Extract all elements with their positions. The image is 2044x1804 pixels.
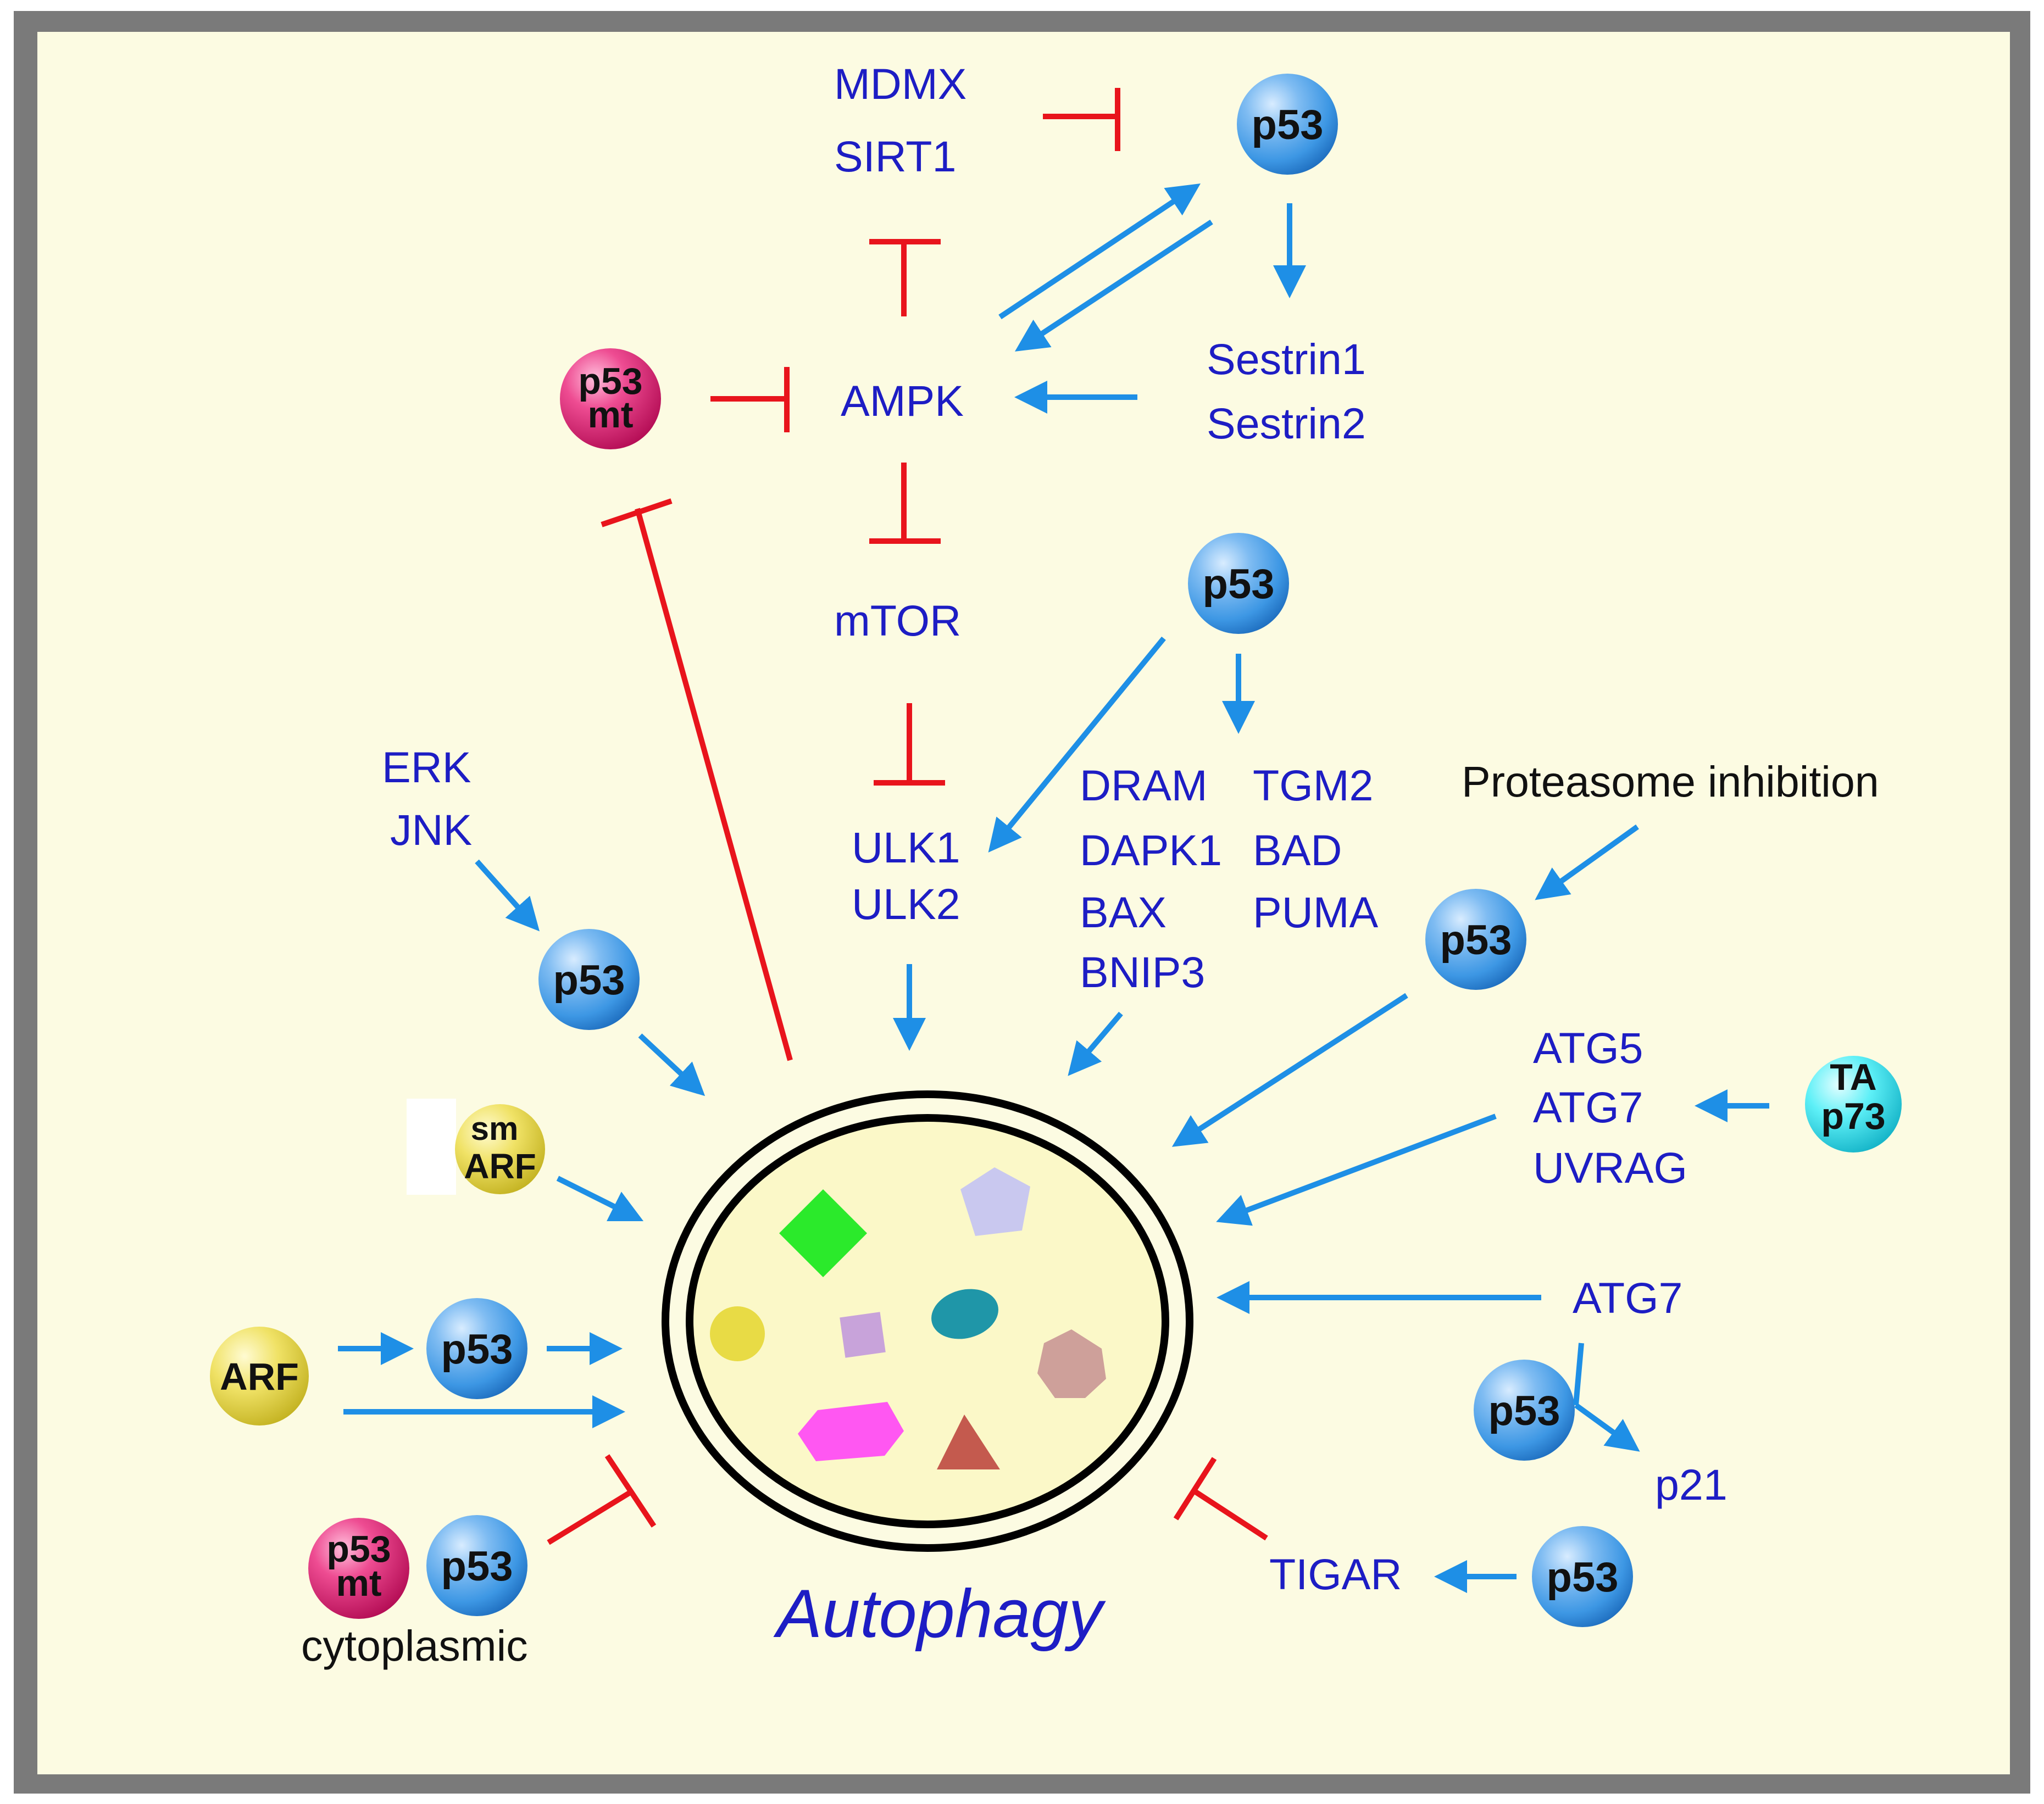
svg-text:p53: p53 <box>326 1528 391 1570</box>
arf-node: ARF <box>210 1327 309 1426</box>
svg-text:p53: p53 <box>441 1543 513 1590</box>
inhibit-ampk-to-mtor <box>869 463 941 544</box>
lilac-square-icon <box>840 1312 886 1358</box>
label-atg5: ATG5 <box>1533 1023 1643 1072</box>
p53-node-middle: p53 <box>1188 533 1289 634</box>
arrow-erk-jnk-to-p53 <box>475 859 540 932</box>
mauve-heptagon-icon <box>1037 1329 1106 1398</box>
svg-text:p53: p53 <box>1488 1388 1560 1434</box>
inhibit-autophagy-to-p53mt <box>601 498 793 1061</box>
label-uvrag: UVRAG <box>1533 1143 1687 1192</box>
inhibit-mdmx-sirt1-to-p53 <box>1043 88 1120 151</box>
label-proteasome-inhibition: Proteasome inhibition <box>1462 757 1879 806</box>
svg-text:p53: p53 <box>1252 102 1324 148</box>
arrow-p53-to-p21 <box>1574 1402 1640 1452</box>
p53-node-tigar: p53 <box>1532 1526 1633 1627</box>
label-atg7-p73: ATG7 <box>1533 1083 1643 1132</box>
inhibit-mtor-to-ulk <box>874 703 945 786</box>
label-erk: ERK <box>382 743 471 792</box>
inhibit-p53mt-to-ampk <box>710 367 790 432</box>
label-jnk: JNK <box>390 805 472 854</box>
lavender-pentagon-icon <box>960 1167 1030 1236</box>
p53-node-atg7: p53 <box>1474 1360 1575 1461</box>
p53-node-cytoplasmic: p53 <box>426 1515 527 1616</box>
label-puma: PUMA <box>1253 888 1379 937</box>
label-dram: DRAM <box>1080 761 1208 810</box>
label-ampk: AMPK <box>841 376 964 425</box>
p53-node-top: p53 <box>1237 74 1338 175</box>
label-sirt1: SIRT1 <box>834 132 956 181</box>
svg-text:p53: p53 <box>553 957 625 1004</box>
sm-arf-node: sm ARF <box>407 1099 545 1195</box>
svg-text:ARF: ARF <box>220 1355 299 1398</box>
svg-text:TA: TA <box>1830 1056 1877 1098</box>
svg-text:mt: mt <box>587 394 633 436</box>
arrow-smarf-to-autophagy <box>556 1176 644 1222</box>
label-ulk1: ULK1 <box>852 823 960 872</box>
arrow-proteasome-to-p53 <box>1535 824 1639 900</box>
label-sestrin2: Sestrin2 <box>1207 399 1366 448</box>
label-sestrin1: Sestrin1 <box>1207 335 1366 383</box>
label-ulk2: ULK2 <box>852 879 960 928</box>
arrow-p53-to-ulk <box>988 636 1166 853</box>
arrow-p53-to-ampk <box>1014 219 1213 352</box>
arrow-p53-to-autophagy-right <box>1171 993 1408 1147</box>
label-dapk1: DAPK1 <box>1080 826 1222 875</box>
label-p21: p21 <box>1655 1460 1728 1509</box>
magenta-hexagon-icon <box>798 1402 904 1461</box>
p53-mutant-node-top: p53 mt <box>560 348 661 449</box>
svg-text:sm: sm <box>471 1110 519 1147</box>
line-atg7-to-p53 <box>1573 1343 1584 1406</box>
svg-text:p53: p53 <box>441 1326 513 1373</box>
label-bad: BAD <box>1253 826 1342 875</box>
svg-text:p53: p53 <box>578 360 642 402</box>
yellow-circle-icon <box>710 1306 765 1361</box>
arrow-atg-to-autophagy <box>1216 1113 1497 1226</box>
svg-text:p53: p53 <box>1440 917 1512 964</box>
svg-text:ARF: ARF <box>464 1146 536 1186</box>
arrow-p53-to-autophagy-upper-left <box>638 1033 706 1096</box>
inhibit-cytoplasmic-p53-to-autophagy <box>547 1454 657 1545</box>
arrow-ampk-to-p53 <box>998 183 1201 320</box>
svg-text:p53: p53 <box>1203 561 1275 608</box>
diagram-title: Autophagy <box>773 1576 1107 1652</box>
p53-node-erk-jnk: p53 <box>538 929 640 1030</box>
p53-node-proteasome: p53 <box>1425 889 1526 990</box>
arrow-targets-to-autophagy <box>1068 1011 1123 1076</box>
autophagosome <box>662 1090 1193 1552</box>
p53-node-arf: p53 <box>426 1298 527 1399</box>
svg-text:mt: mt <box>336 1562 381 1604</box>
p53-mutant-node-cytoplasmic: p53 mt <box>308 1518 409 1619</box>
inhibit-ampk-to-mdmx-sirt1 <box>869 239 941 316</box>
label-bax: BAX <box>1080 888 1167 937</box>
label-cytoplasmic: cytoplasmic <box>301 1621 528 1670</box>
label-mtor: mTOR <box>834 596 961 645</box>
brown-triangle-icon <box>937 1415 1000 1469</box>
svg-text:p53: p53 <box>1547 1554 1619 1601</box>
label-bnip3: BNIP3 <box>1080 948 1205 996</box>
label-tgm2: TGM2 <box>1253 761 1373 810</box>
ta-p73-node: TA p73 <box>1805 1056 1902 1152</box>
teal-ellipse-icon <box>931 1289 998 1339</box>
label-tigar: TIGAR <box>1269 1550 1402 1599</box>
label-atg7: ATG7 <box>1573 1273 1682 1322</box>
label-mdmx: MDMX <box>834 59 967 108</box>
inhibit-tigar-to-autophagy <box>1173 1457 1268 1541</box>
green-diamond-icon <box>779 1189 867 1277</box>
svg-text:p73: p73 <box>1821 1095 1885 1137</box>
